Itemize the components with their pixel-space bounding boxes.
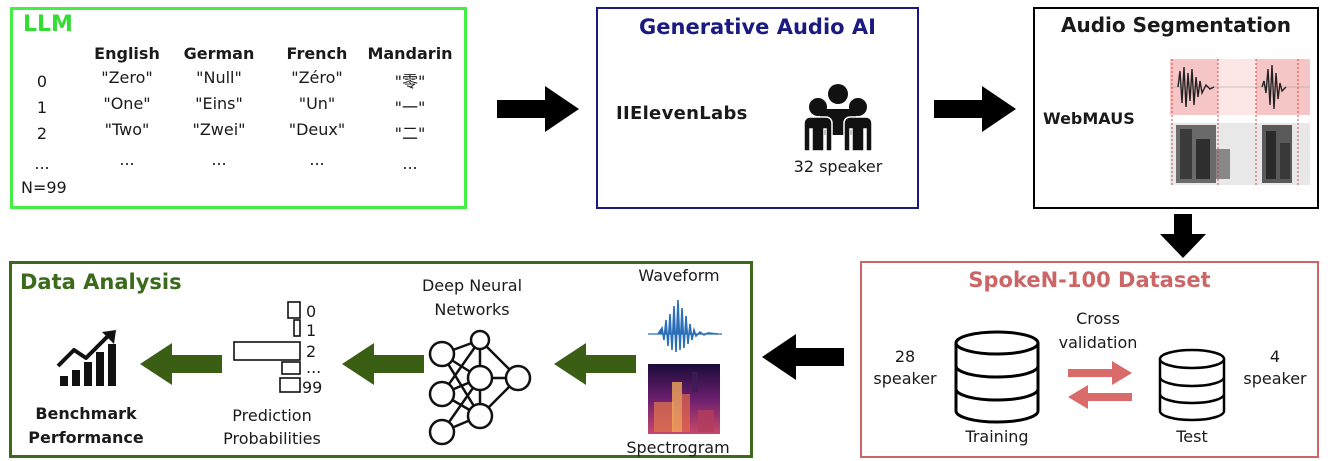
cell: "零" (394, 72, 426, 91)
spectrogram-label: Spectrogram (626, 438, 730, 457)
arrow-left-icon (554, 343, 636, 385)
cell: "One" (103, 94, 151, 113)
benchmark-label-1: Benchmark (35, 404, 137, 423)
cell: ... (119, 150, 135, 169)
analysis-title: Data Analysis (20, 270, 182, 294)
arrow-left-icon (140, 343, 222, 385)
arrow-right-icon (934, 86, 1016, 132)
cell: "Zero" (101, 68, 153, 87)
segmentation-box: Audio Segmentation WebMAUS (1033, 7, 1319, 209)
cross-validation-label-2: validation (1058, 333, 1138, 352)
test-label: Test (1176, 427, 1208, 446)
cell: "Eins" (195, 94, 243, 113)
cell: ... (309, 150, 325, 169)
cell: "Two" (104, 120, 150, 139)
cell: "Un" (298, 94, 336, 113)
header-french: French (286, 44, 348, 63)
train-speaker-count: 28 (894, 347, 916, 366)
cell: "二" (394, 124, 426, 143)
prob-class-label: 1 (306, 321, 317, 340)
neural-network-icon (428, 329, 532, 446)
train-speaker-word: speaker (873, 369, 937, 388)
cell: "Deux" (288, 120, 346, 139)
cell: "Zéro" (291, 68, 343, 87)
waveform-icon (648, 299, 722, 353)
test-speaker-count: 4 (1269, 347, 1281, 366)
waveform-label: Waveform (638, 266, 720, 285)
header-english: English (94, 44, 160, 63)
header-german: German (183, 44, 255, 63)
llm-count: N=99 (21, 178, 67, 197)
prob-class-label: 2 (306, 342, 317, 361)
row-index: 2 (36, 124, 48, 143)
dataset-title: SpokeN-100 Dataset (968, 268, 1211, 292)
cell: ... (211, 150, 227, 169)
cell: "一" (394, 98, 426, 117)
prob-class-label: ... (306, 358, 322, 377)
generative-box: Generative Audio AI IIElevenLabs 32 spea… (596, 7, 919, 209)
cross-validation-arrows-icon (1068, 361, 1132, 409)
arrow-left-icon (342, 343, 424, 385)
people-group-icon (803, 84, 873, 152)
training-database-icon (954, 330, 1040, 424)
prob-class-label: 99 (302, 378, 323, 397)
analysis-box: Data Analysis Benchmark Performance 0 1 … (9, 261, 753, 458)
row-index: ... (34, 154, 50, 173)
prediction-label-2: Probabilities (223, 429, 321, 448)
arrow-left-icon (762, 334, 844, 380)
prediction-label-1: Prediction (232, 406, 312, 425)
dnn-label-1: Deep Neural (421, 276, 523, 295)
row-index: 0 (36, 72, 48, 91)
arrow-right-icon (497, 86, 579, 132)
test-database-icon (1158, 348, 1226, 422)
waveform-spectrogram-image (1170, 59, 1310, 185)
cell: "Null" (196, 68, 242, 87)
chart-growth-icon (56, 330, 116, 386)
elevenlabs-logo: IIElevenLabs (616, 103, 748, 124)
prob-class-label: 0 (306, 302, 317, 321)
speaker-count-label: 32 speaker (793, 157, 883, 176)
segmentation-title: Audio Segmentation (1061, 13, 1291, 37)
llm-title: LLM (23, 12, 73, 37)
cell: "Zwei" (192, 120, 246, 139)
dnn-label-2: Networks (434, 300, 510, 319)
row-index: 1 (36, 98, 48, 117)
dataset-box: SpokeN-100 Dataset 28 speaker Training C… (860, 261, 1319, 458)
test-speaker-word: speaker (1243, 369, 1307, 388)
spectrogram-image (648, 364, 720, 434)
arrow-down-icon (1160, 214, 1206, 258)
cell: ... (402, 154, 418, 173)
benchmark-label-2: Performance (28, 428, 144, 447)
webmaus-label: WebMAUS (1043, 109, 1135, 128)
header-mandarin: Mandarin (367, 44, 453, 63)
probability-histogram (233, 301, 301, 393)
llm-box: LLM English German French Mandarin 0 "Ze… (10, 7, 467, 209)
training-label: Training (965, 427, 1029, 446)
cross-validation-label-1: Cross (1076, 309, 1120, 328)
generative-title: Generative Audio AI (639, 15, 876, 39)
